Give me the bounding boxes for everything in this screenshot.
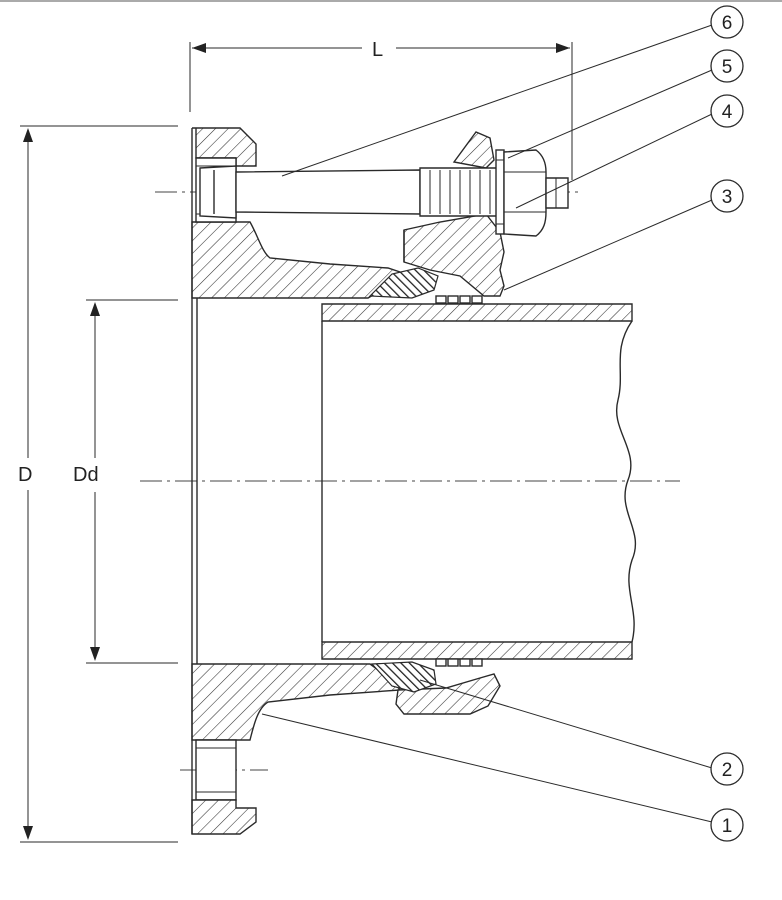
svg-text:2: 2 [722, 760, 733, 781]
leader-2 [419, 679, 713, 769]
svg-text:5: 5 [722, 57, 733, 78]
dimension-D: D [18, 125, 178, 843]
gasket-upper [368, 267, 483, 304]
leader-5 [507, 69, 713, 159]
callout-3: 3 [710, 179, 744, 213]
dimension-label-L: L [372, 39, 383, 61]
hex-nut [503, 149, 569, 237]
callout-6: 6 [710, 5, 744, 39]
tee-bolt [199, 165, 499, 219]
svg-text:3: 3 [722, 187, 733, 208]
leader-4 [515, 113, 713, 209]
washer [495, 149, 505, 235]
gasket-lower [370, 658, 483, 693]
svg-text:4: 4 [722, 102, 733, 123]
leader-6 [281, 24, 713, 177]
callout-5: 5 [710, 49, 744, 83]
callout-2: 2 [710, 752, 744, 786]
callout-1: 1 [710, 808, 744, 842]
dimension-label-Dd: Dd [73, 464, 99, 486]
svg-text:1: 1 [722, 816, 733, 837]
callout-4: 4 [710, 94, 744, 128]
leader-3 [503, 199, 713, 291]
gland-ring-lower [395, 673, 501, 715]
leader-1 [261, 713, 713, 823]
dimension-label-D: D [18, 464, 32, 486]
flange-body-lower [191, 663, 402, 835]
dimension-Dd: Dd [73, 299, 178, 664]
dimension-L: L [189, 39, 573, 180]
pipe-spigot [321, 303, 637, 660]
svg-text:6: 6 [722, 13, 733, 34]
